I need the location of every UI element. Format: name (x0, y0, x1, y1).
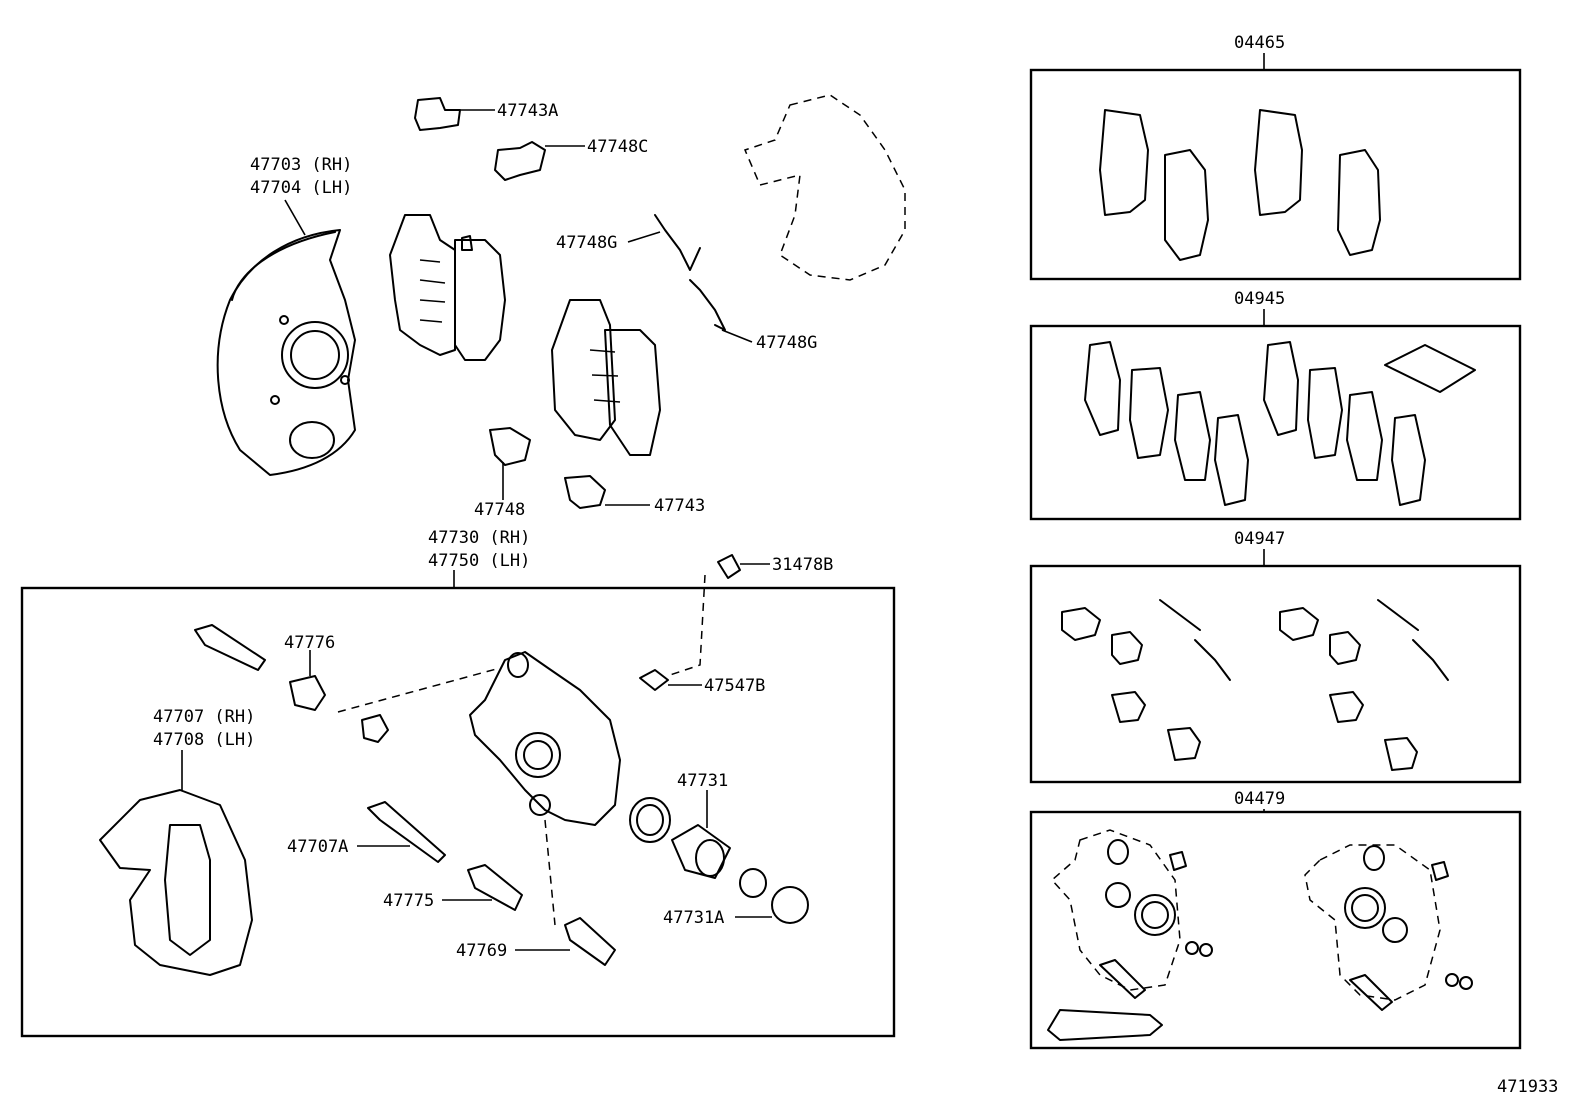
clip-47743a (414, 97, 495, 131)
label-47776: 47776 (284, 633, 335, 653)
kit-04947: 04947 (1029, 529, 1522, 784)
label-47743a: 47743A (497, 101, 558, 121)
diagram-number: 471933 (1497, 1077, 1558, 1097)
label-47748c: 47748C (587, 137, 648, 157)
clip-47748 (489, 427, 531, 500)
label-47775: 47775 (383, 891, 434, 911)
clip-47743 (564, 475, 650, 509)
piston-47731 (629, 790, 809, 924)
kit-04945: 04945 (1029, 289, 1522, 521)
bleeder-47547b (639, 669, 702, 691)
label-31478b: 31478B (772, 555, 833, 575)
bolt-47707a (357, 801, 446, 863)
boot-47776 (289, 650, 501, 743)
kit-code-04465: 04465 (1234, 33, 1285, 53)
disc-rotor-outline (743, 94, 906, 281)
caliper-body (469, 651, 621, 926)
caliper-assembly-box (20, 586, 896, 1038)
label-47703: 47703 (RH) (250, 155, 352, 175)
brake-pads-upper (389, 214, 506, 361)
shield-lower-47707 (99, 750, 253, 976)
label-47731: 47731 (677, 771, 728, 791)
label-47769: 47769 (456, 941, 507, 961)
label-47748g-upper: 47748G (556, 233, 617, 253)
dust-shield-upper (216, 199, 356, 476)
kit-code-04945: 04945 (1234, 289, 1285, 309)
label-47750: 47750 (LH) (428, 551, 530, 571)
kit-code-04479: 04479 (1234, 789, 1285, 809)
kit-04479: 04479 (1029, 789, 1522, 1050)
bushing-47775 (442, 864, 523, 911)
clip-47748c (494, 141, 585, 181)
kit-04465: 04465 (1029, 33, 1522, 281)
label-47730: 47730 (RH) (428, 528, 530, 548)
label-47708: 47708 (LH) (153, 730, 255, 750)
kit-code-04947: 04947 (1234, 529, 1285, 549)
shim-wire-47748g (627, 214, 753, 343)
label-47748g-lower: 47748G (756, 333, 817, 353)
label-47743: 47743 (654, 496, 705, 516)
pin-47769 (515, 917, 616, 966)
label-47704: 47704 (LH) (250, 178, 352, 198)
label-47731a: 47731A (663, 908, 724, 928)
label-47547b: 47547B (704, 676, 765, 696)
brake-pads-middle (551, 299, 661, 456)
label-47748: 47748 (474, 500, 525, 520)
bolt-upper (194, 624, 266, 671)
cap-31478b (669, 554, 770, 676)
label-47707: 47707 (RH) (153, 707, 255, 727)
label-47707a: 47707A (287, 837, 348, 857)
